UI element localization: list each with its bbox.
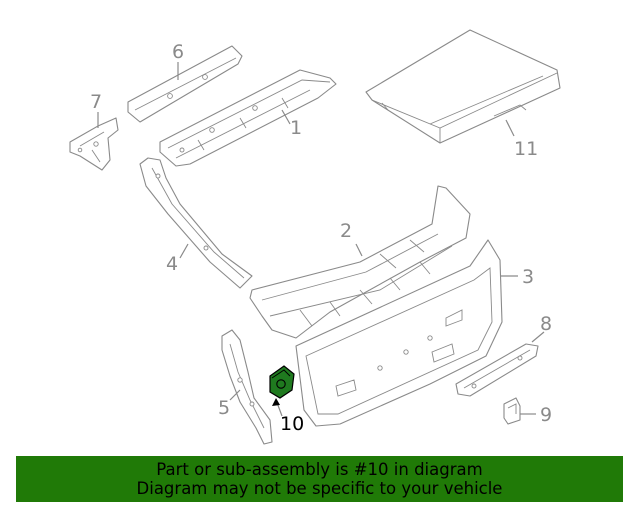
part-7-bracket <box>69 117 119 171</box>
part-11-cargo-cover <box>365 29 561 144</box>
callout-7: 7 <box>90 91 102 113</box>
callout-3: 3 <box>522 266 534 288</box>
part-5-pillar-trim <box>221 329 273 445</box>
part-10-clip-highlighted <box>269 365 295 399</box>
part-1-header-trim <box>159 69 337 167</box>
callout-4: 4 <box>166 253 178 275</box>
leader-lines <box>97 62 545 417</box>
banner-line-1: Part or sub-assembly is #10 in diagram <box>156 460 483 479</box>
part-8-pull-strip <box>455 343 539 397</box>
part-6-trim-strip <box>127 45 243 123</box>
callout-9: 9 <box>540 404 552 426</box>
callout-11: 11 <box>514 138 538 160</box>
part-2-trim-panel <box>249 185 471 339</box>
part-3-liftgate-panel <box>295 239 503 427</box>
info-banner: Part or sub-assembly is #10 in diagram D… <box>16 456 623 502</box>
callout-2: 2 <box>340 220 352 242</box>
part-4-side-trim <box>139 157 253 289</box>
callout-8: 8 <box>540 313 552 335</box>
callout-1: 1 <box>290 117 302 139</box>
callout-6: 6 <box>172 41 184 63</box>
parts-diagram: 1 2 3 4 5 6 7 8 9 10 11 <box>69 29 561 445</box>
callout-10: 10 <box>280 413 304 435</box>
part-9-clip <box>503 397 521 425</box>
banner-line-2: Diagram may not be specific to your vehi… <box>136 479 503 498</box>
callout-5: 5 <box>218 397 230 419</box>
